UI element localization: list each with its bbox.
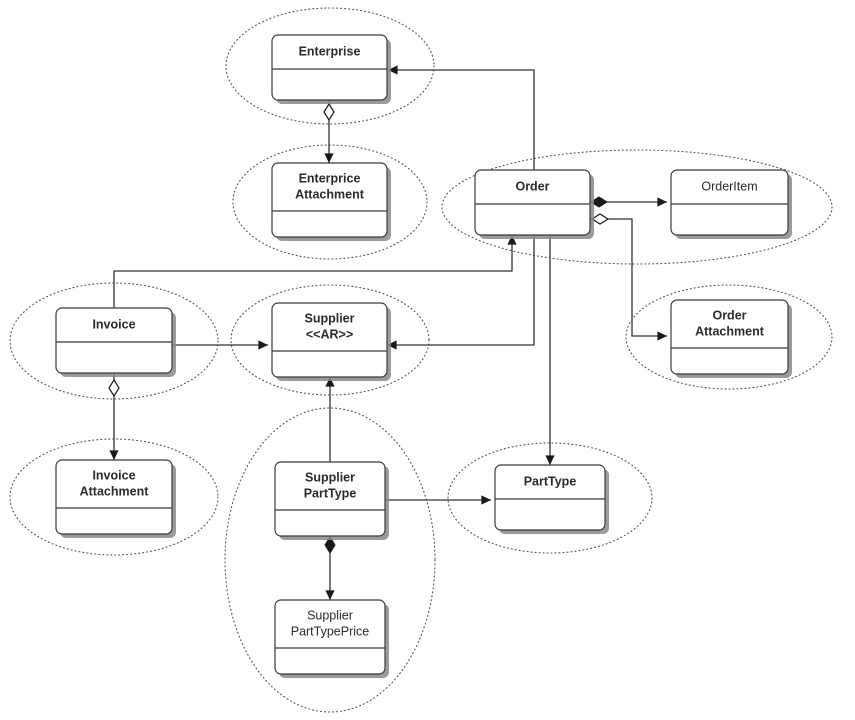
- class-name-label: Invoice: [92, 317, 135, 331]
- class-name-label: Attachment: [695, 324, 765, 338]
- rel-supplier-parttype-price-filled-diamond-icon: [324, 536, 336, 554]
- class-box-order[interactable]: Order: [474, 169, 594, 239]
- rel-supplier-parttype-parttype-arrowhead-icon: [481, 495, 491, 505]
- rel-order-parttype-arrowhead-icon: [545, 455, 555, 465]
- cluster-supplier-parttype: [224, 407, 436, 713]
- class-name-label: Enterprise: [299, 44, 361, 58]
- rel-invoice-order: [113, 235, 517, 308]
- rel-order-enterprise-arrowhead-icon: [388, 65, 398, 75]
- class-name-label: PartType: [524, 474, 577, 488]
- rel-order-order-attachment-arrowhead-icon: [657, 331, 667, 341]
- class-name-label: Attachment: [80, 484, 150, 498]
- class-box-frame[interactable]: [271, 302, 388, 378]
- rel-order-orderitem: [590, 196, 667, 208]
- class-name-label: Supplier: [304, 311, 354, 325]
- class-name-label: Invoice: [92, 468, 135, 482]
- class-name-label: Enterprice: [299, 171, 361, 185]
- rel-order-order-attachment-hollow-diamond-icon: [590, 213, 610, 225]
- class-box-parttype[interactable]: PartType: [494, 464, 609, 534]
- rel-supplier-parttype-supplier-arrowhead-icon: [325, 377, 335, 387]
- rel-supplier-parttype-price: [324, 536, 336, 600]
- class-name-label: Order: [712, 308, 746, 322]
- class-box-frame[interactable]: [474, 169, 591, 236]
- rel-invoice-invoice-attachment-arrowhead-icon: [109, 450, 119, 460]
- class-name-label: OrderItem: [701, 179, 757, 193]
- cluster-enterprise: [225, 7, 435, 125]
- cluster-enterprice-attachment: [232, 144, 428, 260]
- class-box-frame[interactable]: [274, 461, 386, 537]
- edges-layer: [108, 65, 667, 600]
- rel-order-supplier-line: [391, 235, 535, 346]
- rel-invoice-supplier: [172, 340, 268, 350]
- rel-enterprise-enterprice-attachment: [323, 100, 335, 163]
- class-box-invoice[interactable]: Invoice: [55, 307, 176, 377]
- cluster-parttype: [447, 442, 653, 554]
- rel-order-orderitem-filled-diamond-icon: [590, 196, 608, 208]
- rel-enterprise-enterprice-attachment-hollow-diamond-icon: [323, 102, 335, 122]
- rel-order-supplier-arrowhead-icon: [387, 340, 397, 350]
- class-box-frame[interactable]: [670, 169, 789, 236]
- cluster-supplier: [230, 284, 430, 396]
- class-name-label: <<AR>>: [306, 327, 353, 341]
- rel-order-parttype: [545, 235, 555, 465]
- rel-order-orderitem-arrowhead-icon: [657, 197, 667, 207]
- rel-order-order-attachment-line: [590, 218, 667, 337]
- rel-supplier-parttype-supplier: [325, 377, 335, 462]
- class-box-supplier[interactable]: Supplier <<AR>>: [271, 302, 391, 381]
- rel-invoice-invoice-attachment-hollow-diamond-icon: [108, 378, 120, 398]
- class-box-frame[interactable]: [271, 34, 388, 101]
- class-box-frame[interactable]: [271, 162, 388, 238]
- class-box-frame[interactable]: [55, 307, 173, 374]
- rel-invoice-order-arrowhead-icon: [507, 235, 517, 245]
- rel-order-enterprise: [388, 65, 535, 170]
- rel-supplier-parttype-parttype: [385, 495, 491, 505]
- class-box-orderitem[interactable]: OrderItem: [670, 169, 792, 239]
- class-box-frame[interactable]: [274, 599, 386, 675]
- class-name-label: Supplier: [305, 470, 355, 484]
- rel-order-supplier: [387, 235, 535, 350]
- class-box-enterprise[interactable]: Enterprise: [271, 34, 391, 104]
- cluster-order-attachment: [625, 284, 833, 390]
- rel-order-enterprise-line: [392, 69, 535, 170]
- rel-invoice-order-line: [113, 239, 513, 308]
- class-box-frame[interactable]: [670, 299, 789, 375]
- cluster-order: [441, 149, 833, 265]
- rel-supplier-parttype-price-arrowhead-icon: [325, 590, 335, 600]
- rel-enterprise-enterprice-attachment-arrowhead-icon: [324, 153, 334, 163]
- rel-invoice-supplier-arrowhead-icon: [258, 340, 268, 350]
- rel-order-order-attachment: [590, 213, 667, 341]
- class-name-label: PartType: [304, 486, 357, 500]
- class-box-frame[interactable]: [494, 464, 606, 531]
- class-name-label: Attachment: [295, 187, 365, 201]
- class-name-label: PartTypePrice: [291, 624, 370, 638]
- class-name-label: Supplier: [307, 608, 353, 622]
- rel-invoice-invoice-attachment: [108, 373, 120, 460]
- class-box-frame[interactable]: [55, 459, 173, 535]
- class-name-label: Order: [515, 179, 549, 193]
